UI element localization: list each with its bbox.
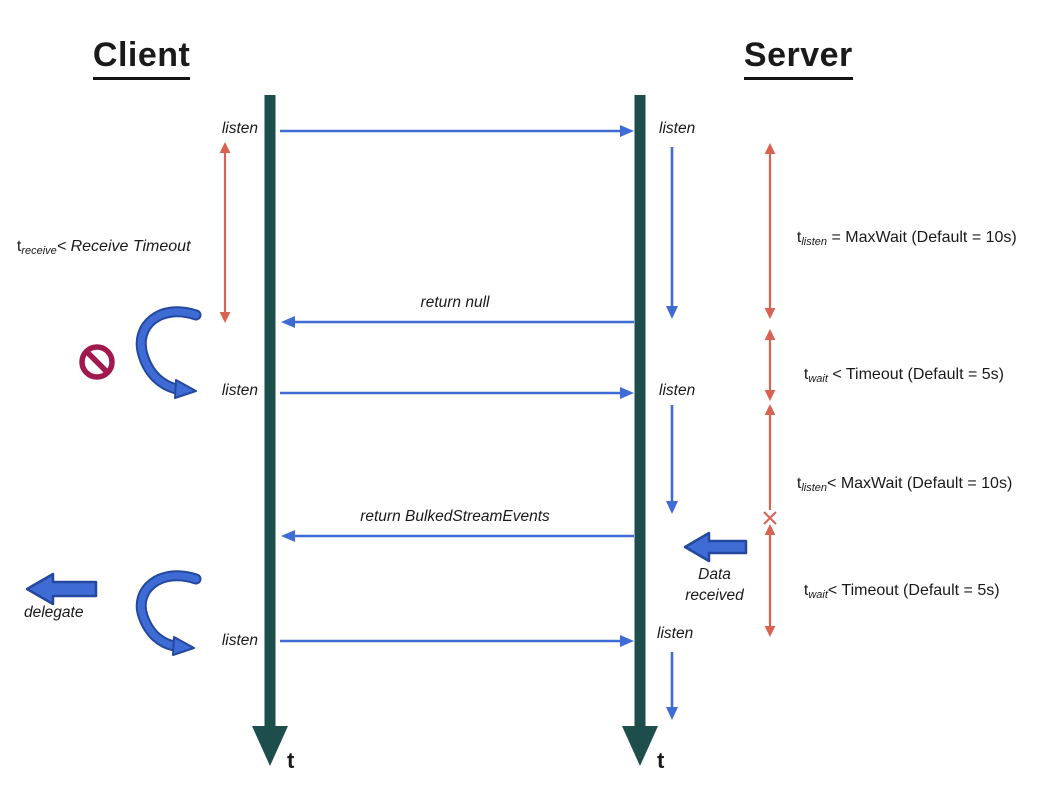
return-null-label: return null — [420, 294, 490, 311]
server-title-wrap: Server — [735, 18, 853, 80]
measure-text: < MaxWait (Default = 10s) — [827, 475, 1013, 492]
client-timeline — [252, 95, 288, 766]
measure-text: < Timeout (Default = 5s) — [827, 366, 1004, 383]
listen-2-client-label: listen — [221, 382, 258, 399]
client-title-wrap: Client — [84, 18, 191, 80]
wait-timeout-measure-2 — [764, 524, 776, 637]
data-received-label: Data received — [685, 566, 744, 604]
listen-maxwait-1-label: tlisten = MaxWait (Default = 10s) — [788, 211, 1017, 248]
measure-subscript: wait — [808, 372, 828, 385]
data-received-arrow — [683, 531, 748, 563]
retry-arrow-2 — [135, 570, 202, 656]
wait-timeout-2-label: twait< Timeout (Default = 5s) — [795, 564, 1000, 601]
wait-timeout-measure-1 — [764, 329, 776, 401]
listen-2-server-label: listen — [659, 382, 696, 399]
client-time-label: t — [287, 748, 295, 773]
receive-timeout-label: treceive< Receive Timeout — [8, 220, 191, 257]
listen-arrow-1 — [280, 125, 634, 137]
measure-subscript: listen — [801, 481, 828, 494]
server-time-label: t — [657, 748, 665, 773]
measure-symbol: t — [16, 238, 22, 255]
server-wait-arrow-1 — [666, 147, 678, 319]
measure-symbol: t — [796, 229, 802, 246]
interrupt-cross-mark — [763, 511, 777, 525]
listen-1-server-label: listen — [659, 120, 696, 137]
measure-text: < Receive Timeout — [56, 238, 191, 255]
server-title: Server — [743, 36, 853, 80]
return-bulked-label: return BulkedStreamEvents — [360, 508, 550, 525]
return-bulked-arrow — [281, 530, 634, 542]
wait-timeout-1-label: twait < Timeout (Default = 5s) — [795, 348, 1004, 385]
measure-symbol: t — [796, 475, 802, 492]
receive-timeout-measure — [219, 142, 231, 323]
measure-symbol: t — [803, 366, 809, 383]
no-entry-icon — [79, 344, 115, 380]
client-title: Client — [92, 36, 191, 80]
measure-subscript: listen — [801, 235, 828, 248]
measure-text: = MaxWait (Default = 10s) — [827, 229, 1017, 246]
return-null-arrow — [281, 316, 634, 328]
listen-arrow-2 — [280, 387, 634, 399]
delegate-arrow — [25, 572, 98, 606]
listen-3-server-label: listen — [657, 625, 694, 642]
measure-subscript: wait — [808, 588, 828, 601]
listen-maxwait-2-label: tlisten< MaxWait (Default = 10s) — [788, 457, 1012, 494]
measure-symbol: t — [803, 582, 809, 599]
server-wait-arrow-2 — [666, 405, 678, 514]
delegate-label: delegate — [24, 604, 84, 621]
listen-maxwait-measure-2 — [763, 404, 777, 525]
listen-3-client-label: listen — [221, 632, 258, 649]
listen-arrow-3 — [280, 635, 634, 647]
server-wait-arrow-3 — [666, 652, 678, 720]
measure-subscript: receive — [21, 244, 57, 257]
retry-arrow-1 — [135, 306, 202, 399]
listen-1-client-label: listen — [221, 120, 258, 137]
listen-maxwait-measure-1 — [764, 143, 776, 319]
measure-text: < Timeout (Default = 5s) — [827, 582, 1000, 599]
server-timeline — [622, 95, 658, 766]
